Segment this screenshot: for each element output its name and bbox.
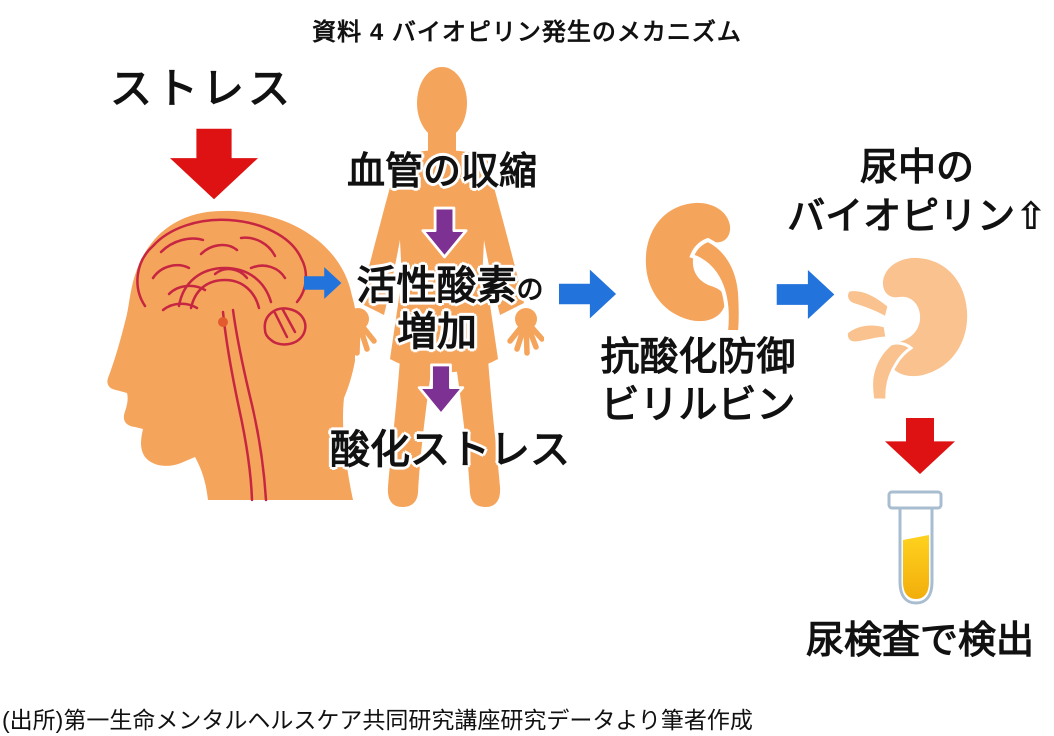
head-brain-illustration — [107, 210, 355, 502]
body-leg-right — [456, 359, 501, 507]
reactive-oxygen-main: 活性酸素 — [356, 264, 517, 308]
urine-caption-line1: 尿中の — [859, 147, 974, 189]
bilirubin-caption-line1: 抗酸化防御 — [600, 336, 796, 379]
brainstem-lines — [221, 308, 268, 502]
head-silhouette — [107, 210, 355, 500]
flow-arrow-right-2-icon — [559, 269, 617, 319]
body-arm-right — [473, 161, 524, 315]
increase-label: 増加 — [397, 310, 477, 354]
oxidative-stress-label: 酸化ストレス — [330, 428, 570, 472]
blue-right-arrow-shape — [559, 269, 617, 319]
cerebellum — [263, 307, 307, 346]
urine-biopyrrin-caption: 尿中の バイオピリン⇧ — [780, 144, 1054, 242]
body-head — [417, 67, 467, 139]
body-silhouette-illustration — [340, 67, 544, 507]
page-title: 資料 4 バイオピリン発生のメカニズム — [312, 19, 742, 46]
stress-label: ストレス — [110, 65, 295, 112]
kidney-left-illustration — [645, 202, 743, 334]
urine-liquid — [903, 535, 929, 599]
body-fingers — [340, 318, 544, 356]
body-leg-left — [387, 359, 432, 507]
pituitary-dot — [218, 317, 228, 327]
kidney-right-illustration — [844, 257, 968, 402]
urine-test-tube-icon — [887, 490, 943, 605]
flow-arrow-right-1-icon — [304, 267, 342, 299]
tube-cap — [887, 490, 943, 510]
reactive-oxygen-particle: の — [516, 275, 544, 305]
red-down-arrow-shape — [885, 418, 955, 474]
purple-down-arrow-shape — [417, 363, 465, 416]
stress-down-arrow-icon — [170, 128, 258, 200]
purple-down-arrow-shape — [421, 206, 468, 259]
body-step-arrow-1-icon — [421, 206, 468, 259]
source-note: (出所)第一生命メンタルヘルスケア共同研究講座研究データより筆者作成 — [2, 707, 753, 733]
kidney-ureter — [689, 237, 743, 334]
body-hips — [390, 291, 498, 373]
kidney-shapes — [844, 257, 968, 402]
kidney-ureter — [870, 341, 914, 402]
body-step-arrow-2-icon — [417, 363, 465, 416]
urine-caption-line2: バイオピリン⇧ — [787, 196, 1047, 238]
tube-outline — [898, 506, 934, 605]
blue-right-arrow-shape — [304, 267, 342, 299]
kidney-body — [645, 202, 731, 322]
red-down-arrow-shape — [170, 128, 258, 200]
kidney-shapes — [645, 202, 743, 334]
body-arm-left — [360, 161, 411, 315]
bilirubin-caption-line2: ビリルビン — [600, 384, 796, 427]
blue-right-arrow-shape — [776, 269, 835, 320]
brain-lines — [136, 218, 308, 502]
kidney-vessel-2 — [844, 322, 889, 345]
bilirubin-caption: 抗酸化防御 ビリルビン — [588, 334, 808, 430]
urine-down-arrow-icon — [885, 418, 955, 474]
flow-arrow-right-3-icon — [776, 269, 835, 320]
urine-test-caption: 尿検査で検出 — [805, 620, 1034, 662]
body-shapes — [347, 67, 537, 507]
vasoconstriction-label: 血管の収縮 — [346, 151, 537, 193]
reactive-oxygen-label: 活性酸素の — [347, 262, 553, 310]
kidney-vessel-1 — [845, 288, 891, 321]
